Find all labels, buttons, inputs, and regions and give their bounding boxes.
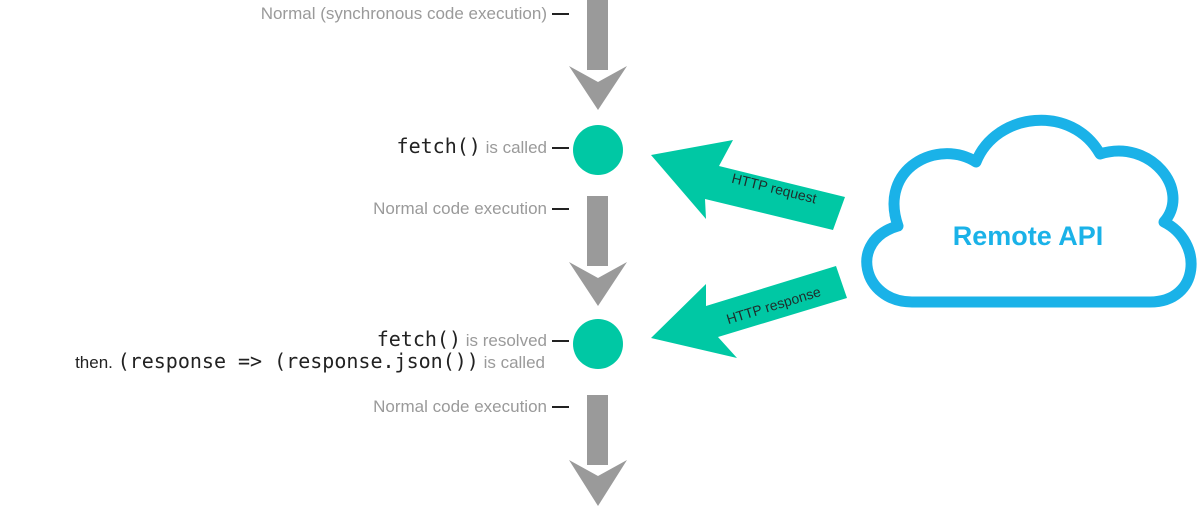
then-text: is called [483, 353, 545, 372]
connector-dash [552, 207, 569, 210]
flow-arrow-3 [569, 395, 627, 506]
fetch-resolved-code: fetch() [376, 327, 461, 351]
http-request-arrow: HTTP request [651, 140, 845, 230]
connector-dash [552, 12, 569, 15]
connector-dash [552, 146, 569, 149]
remote-api-cloud: Remote API [861, 114, 1197, 308]
http-response-arrow: HTTP response [651, 266, 847, 358]
label-normal-exec-1: Normal code execution [373, 199, 547, 218]
fetch-resolved-text: is resolved [465, 331, 547, 350]
connector-dash [552, 339, 569, 342]
flow-arrow-1 [569, 0, 627, 110]
remote-api-label: Remote API [953, 221, 1104, 251]
flow-arrow-2 [569, 196, 627, 306]
label-normal-exec-2: Normal code execution [373, 397, 547, 416]
fetch-called-code: fetch() [396, 134, 481, 158]
fetch-called-text: is called [485, 138, 547, 157]
then-code: (response => (response.json()) [117, 349, 479, 373]
then-prefix: then. [75, 353, 113, 372]
label-sync-exec: Normal (synchronous code execution) [260, 4, 547, 23]
fetch-called-node [573, 125, 623, 175]
fetch-resolved-node [573, 319, 623, 369]
connector-dash [552, 405, 569, 408]
